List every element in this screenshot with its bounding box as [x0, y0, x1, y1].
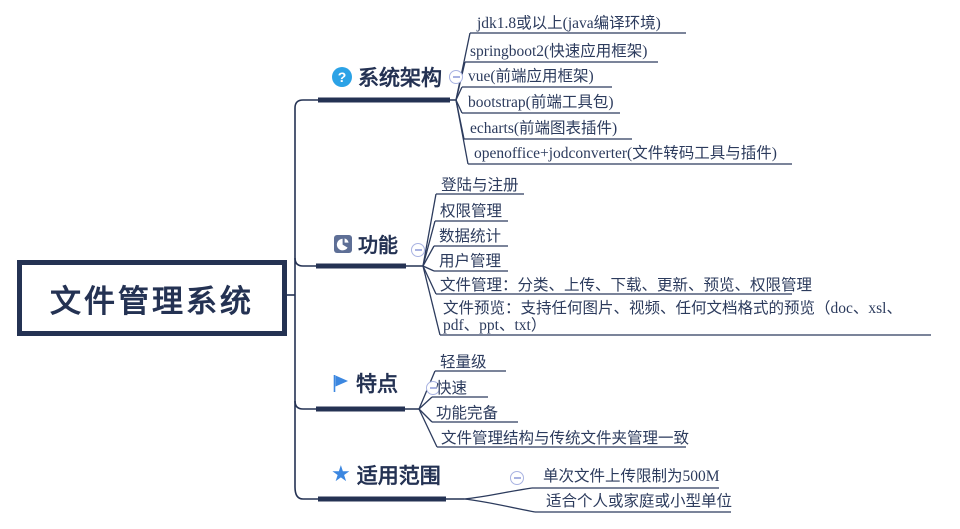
branch-topic-scope[interactable]: ★ 适用范围 [331, 460, 441, 490]
child-topic[interactable]: 单次文件上传限制为500M [543, 468, 720, 485]
branch-label-text: 功能 [358, 235, 398, 257]
flag-icon [333, 375, 348, 392]
branch-label-text: 特点 [356, 373, 398, 396]
child-topic[interactable]: echarts(前端图表插件) [470, 120, 618, 137]
child-underlines [432, 32, 931, 513]
child-topic[interactable]: 快速 [436, 380, 468, 397]
child-topic[interactable]: 文件管理：分类、上传、下载、更新、预览、权限管理 [440, 277, 813, 294]
root-topic-label: 文件管理系统 [50, 283, 254, 319]
trunk-line [287, 99, 304, 500]
child-topic[interactable]: 适合个人或家庭或小型单位 [546, 493, 733, 510]
collapse-button[interactable] [411, 243, 425, 257]
child-topic[interactable]: 权限管理 [440, 203, 503, 220]
star-icon: ★ [331, 462, 351, 487]
child-topic[interactable]: 轻量级 [440, 354, 487, 371]
branch-topic-features[interactable]: 特点 [332, 368, 398, 398]
collapse-button[interactable] [449, 70, 463, 84]
child-topic[interactable]: vue(前端应用框架) [468, 68, 594, 85]
child-topic[interactable]: jdk1.8或以上(java编译环境) [477, 15, 661, 32]
child-topic[interactable]: 用户管理 [439, 253, 502, 270]
child-topic[interactable]: 文件预览：支持任何图片、视频、任何文档格式的预览（doc、xsl、pdf、ppt… [443, 300, 902, 334]
question-icon: ? [332, 67, 352, 87]
child-topic[interactable]: openoffice+jodconverter(文件转码工具与插件) [474, 145, 777, 162]
branch-topic-functions[interactable]: 功能 [334, 229, 398, 258]
collapse-button[interactable] [510, 471, 524, 485]
child-topic[interactable]: 登陆与注册 [441, 177, 519, 194]
branch-underlines [316, 97, 450, 502]
child-topic[interactable]: springboot2(快速应用框架) [470, 43, 648, 60]
child-topic[interactable]: 文件管理结构与传统文件夹管理一致 [441, 430, 690, 447]
child-topic[interactable]: 数据统计 [439, 228, 502, 245]
branch-topic-system-architecture[interactable]: ? 系统架构 [332, 62, 442, 92]
child-topic[interactable]: 功能完备 [436, 405, 499, 422]
root-topic[interactable]: 文件管理系统 [17, 260, 287, 336]
branch-base-lines [303, 99, 464, 500]
branch-label-text: 适用范围 [356, 465, 441, 488]
child-topic[interactable]: bootstrap(前端工具包) [468, 94, 614, 111]
collapse-button[interactable] [426, 381, 440, 395]
branch-label-text: 系统架构 [358, 67, 442, 90]
pie-chart-icon [334, 234, 352, 253]
